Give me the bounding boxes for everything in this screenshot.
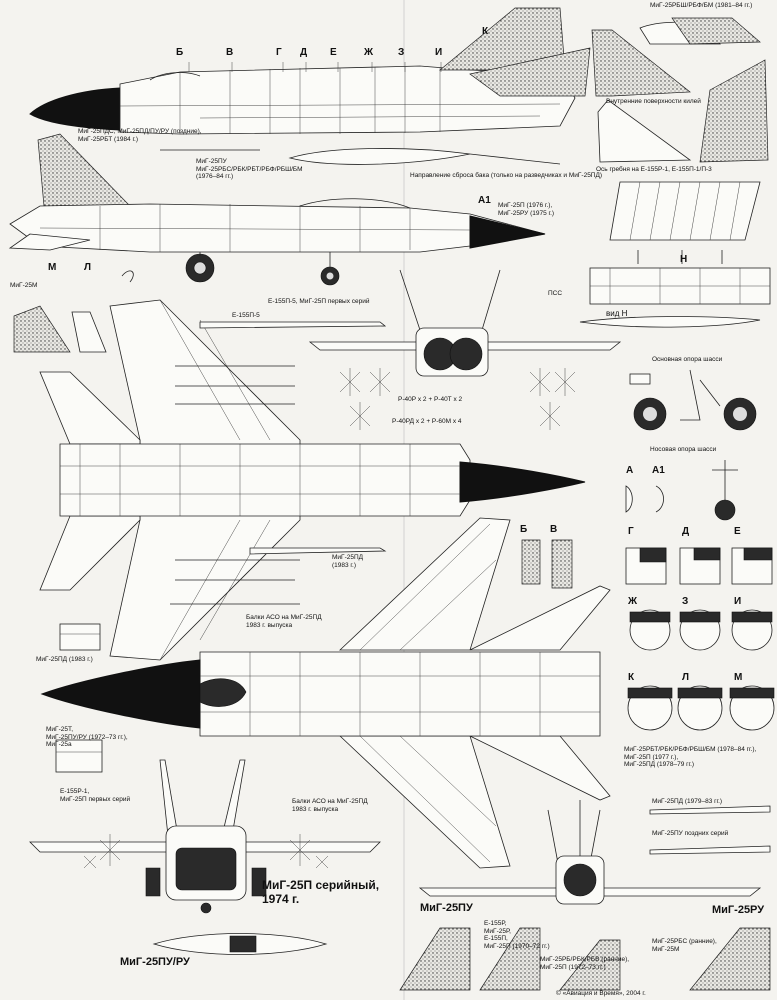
plan-view-underside	[39, 299, 586, 661]
title-ru: МиГ-25РУ	[712, 904, 765, 916]
section-v: В	[226, 47, 234, 58]
section-z-profile: З	[682, 596, 689, 607]
section-d-profile: Д	[682, 526, 690, 537]
label-top-right-variant: МиГ-25РБШ/РБФ/БМ (1981–84 гг.)	[650, 2, 753, 9]
top-right-fins	[591, 17, 769, 163]
section-i-profile: И	[734, 596, 742, 607]
label-aso-2: Балки АСО на МиГ-25ПД 1983 г. выпуска	[292, 798, 368, 813]
label-ridge-axis: Ось гребня на Е-155Р-1, Е-155П-1/П-3	[596, 166, 712, 173]
title-p-serial: МиГ-25П серийный, 1974 г.	[262, 878, 380, 906]
section-a1-side: А1	[478, 195, 491, 206]
label-nose-late: МиГ-25ПДС, МиГ-25ПД/ПУ/РУ (поздние), МиГ…	[78, 128, 202, 143]
label-tank-drop: Направление сброса бака (только на разве…	[410, 172, 603, 179]
section-k-profile: К	[628, 672, 635, 683]
section-profiles	[521, 485, 775, 731]
label-pu-variants: МиГ-25ПУ МиГ-25РБС/РБК/РБТ/РБФ/РБШ/БМ (1…	[196, 158, 303, 180]
label-e155r-list: Е-155Р, МиГ-25Р, Е-155П, МиГ-25П (1970–7…	[484, 920, 550, 950]
section-m-profile: М	[734, 672, 743, 683]
section-m: М	[48, 262, 57, 273]
label-e155r-1: Е-155Р-1, МиГ-25П первых серий	[60, 788, 131, 803]
section-g: Г	[276, 47, 282, 58]
section-zh-profile: Ж	[628, 596, 638, 607]
label-pu-late: МиГ-25ПУ поздних серий	[652, 830, 729, 837]
gear-details	[629, 369, 757, 521]
section-d: Д	[300, 47, 308, 58]
label-view-n: вид Н	[606, 309, 628, 318]
label-copyright: © «Авиация и Время», 2004 г.	[556, 990, 646, 997]
side-view-top	[29, 7, 591, 165]
title-pu: МиГ-25ПУ	[420, 902, 473, 914]
section-v-profile: В	[550, 524, 558, 535]
label-nose-early: МиГ-25Т, МиГ-25ПУ/РУ (1972–73 гг.), МиГ-…	[46, 726, 128, 748]
bottom-details	[152, 805, 771, 991]
label-p-1976: МиГ-25П (1976 г.), МиГ-25РУ (1975 г.)	[498, 202, 555, 217]
section-k: К	[482, 26, 489, 37]
section-z: З	[398, 47, 405, 58]
front-view-center	[308, 269, 622, 430]
section-zh: Ж	[364, 47, 374, 58]
label-missiles-2: Р-40РД х 2 + Р-60М х 4	[392, 418, 462, 425]
section-a: А	[626, 465, 634, 476]
label-missiles-1: Р-40Р х 2 + Р-40Т х 2	[398, 396, 463, 403]
label-pd-1983: МиГ-25ПД (1983 г.)	[332, 554, 364, 569]
left-tail-details	[13, 305, 107, 353]
section-l: Л	[84, 262, 92, 273]
label-psc: ПСС	[548, 290, 563, 297]
label-pd-1979: МиГ-25ПД (1979–83 гг.)	[652, 798, 723, 805]
label-nose-gear: Носовая опора шасси	[650, 446, 717, 453]
section-g-profile: Г	[628, 526, 634, 537]
section-e-profile: Е	[734, 526, 741, 537]
label-main-gear: Основная опора шасси	[652, 356, 723, 363]
front-view-bottom-right	[418, 800, 762, 905]
section-b-profile: Б	[520, 524, 528, 535]
section-a1: А1	[652, 465, 665, 476]
label-pd-1983-small: МиГ-25ПД (1983 г.)	[36, 656, 93, 663]
label-rb-early: МиГ-25РБ/РБК/РБВ (ранние), МиГ-25П (1972…	[540, 956, 630, 971]
front-view-bottom-left	[29, 759, 381, 914]
section-l-profile: Л	[682, 672, 690, 683]
label-early-missile: Е-155П-5, МиГ-25П первых серий	[268, 298, 370, 305]
label-m-variant: МиГ-25М	[10, 282, 38, 289]
section-n: Н	[680, 254, 688, 265]
plan-view-top	[40, 517, 611, 869]
side-view-second	[8, 133, 546, 286]
label-e155p5: Е-155П-5	[232, 312, 260, 319]
left-small-panels	[55, 623, 103, 773]
view-h-detail	[579, 181, 771, 328]
section-b: Б	[176, 47, 184, 58]
label-fin-inner: Внутренние поверхности килей	[606, 98, 701, 105]
label-aso-1: Балки АСО на МиГ-25ПД 1983 г. выпуска	[246, 614, 322, 629]
section-i: И	[435, 47, 443, 58]
title-pu-ru: МиГ-25ПУ/РУ	[120, 956, 190, 968]
section-e: Е	[330, 47, 337, 58]
label-rbs: МиГ-25РБС (ранние), МиГ-25М	[652, 938, 717, 953]
label-rbt-list: МиГ-25РБТ/РБК/РБФ/РБШ/БМ (1978–84 гг.), …	[624, 746, 757, 768]
